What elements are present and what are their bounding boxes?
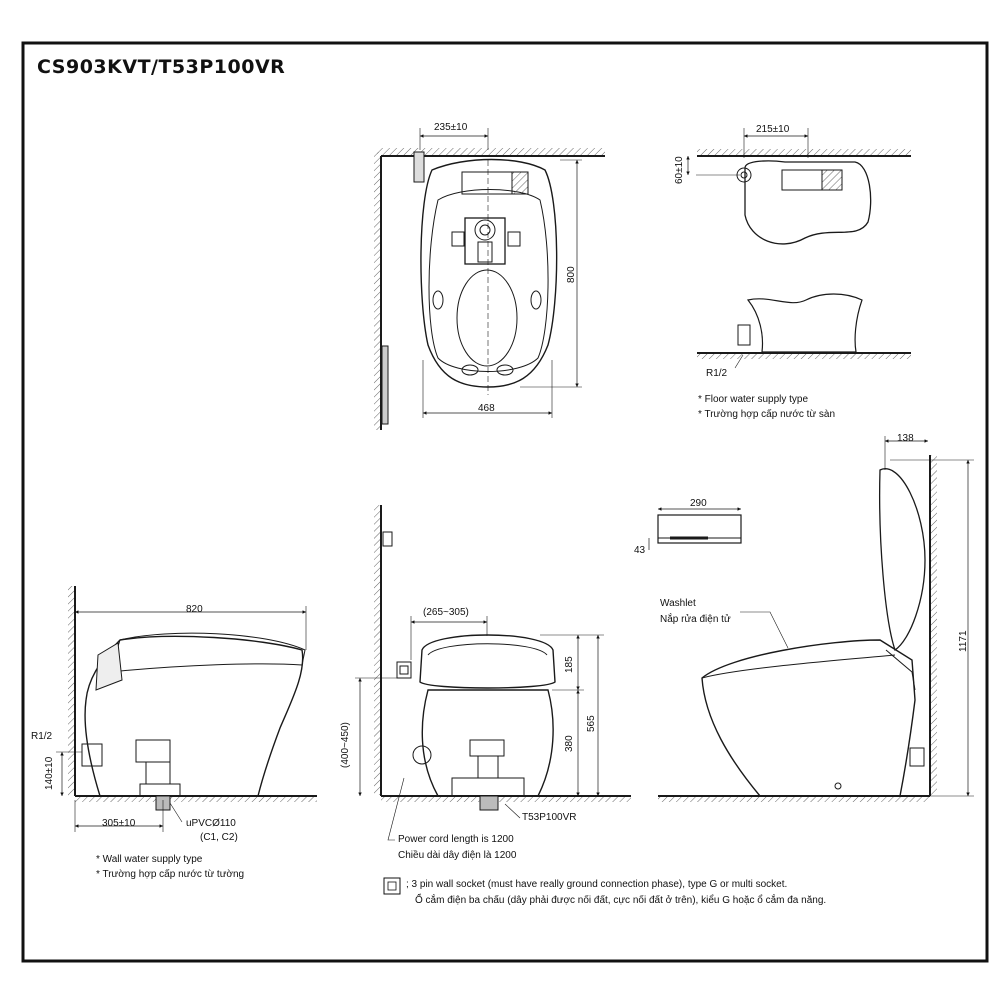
side-pipe-label: R1/2	[31, 731, 53, 742]
front-model-label: T53P100VR	[522, 812, 577, 823]
side-note-en: * Wall water supply type	[96, 854, 203, 865]
drawing-title: CS903KVT/T53P100VR	[37, 56, 286, 78]
side-drain-sub: (C1, C2)	[200, 832, 238, 843]
top-view	[374, 128, 605, 430]
floor-note-en: * Floor water supply type	[698, 394, 809, 405]
floor-dim-offset: 215±10	[756, 124, 790, 135]
floor-dim-height: 60±10	[674, 156, 685, 184]
front-view	[355, 505, 631, 841]
side-note-vi: * Trường hợp cấp nước từ tường	[96, 869, 245, 880]
side-dim-outlet: 305±10	[102, 818, 136, 829]
floor-supply-view	[686, 128, 911, 369]
remote-dim-width: 290	[690, 498, 707, 509]
wall-hatch-top	[377, 148, 605, 155]
top-dim-width: 468	[478, 403, 495, 414]
lid-dim-height: 1171	[958, 630, 969, 652]
side-dim-pipe-height: 140±10	[44, 756, 55, 790]
front-dim-total: 565	[586, 715, 597, 732]
front-dim-seat: 380	[564, 735, 575, 752]
front-dim-socket-height: (400~450)	[340, 722, 351, 768]
wall-hatch-left	[374, 152, 381, 430]
lid-dim-depth: 138	[897, 433, 914, 444]
front-dim-range: (265~305)	[423, 607, 469, 618]
front-dim-tank: 185	[564, 656, 575, 673]
floor-pipe-label: R1/2	[706, 368, 728, 379]
floor-note-vi: * Trường hợp cấp nước từ sàn	[698, 409, 836, 420]
sheet-border	[21, 41, 989, 963]
socket-note-vi: Ổ cắm điện ba chấu (dây phải được nối đấ…	[415, 895, 827, 906]
lid-washlet-vi: Nắp rửa điện tử	[660, 614, 731, 625]
top-dim-offset: 235±10	[434, 122, 468, 133]
side-dim-length: 820	[186, 604, 203, 615]
remote-control	[648, 507, 742, 550]
front-cord-en: Power cord length is 1200	[398, 834, 514, 845]
lid-washlet-en: Washlet	[660, 598, 696, 609]
lid-view	[658, 436, 974, 802]
top-dim-depth: 800	[566, 266, 577, 283]
socket-note-en: ; 3 pin wall socket (must have really gr…	[406, 879, 788, 890]
side-drain-label: uPVCØ110	[186, 818, 236, 829]
front-cord-vi: Chiều dài dây điện là 1200	[398, 850, 517, 861]
side-view	[56, 586, 317, 832]
socket-symbol-icon	[383, 877, 401, 895]
remote-dim-height: 43	[634, 545, 646, 556]
